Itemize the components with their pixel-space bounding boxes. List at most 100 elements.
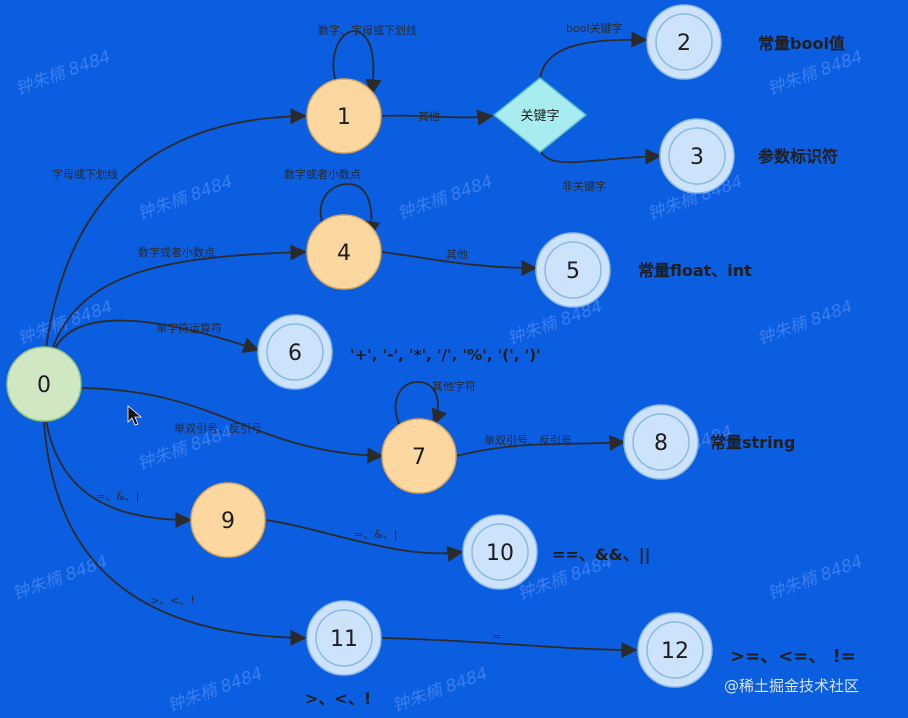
state-4: 4 bbox=[306, 214, 382, 290]
state-label: 1 bbox=[337, 105, 351, 130]
edge-labels: 字母或下划线 数字、字母或下划线 其他 bool关键字 非关键字 数字或者小数点… bbox=[52, 21, 623, 643]
state-7: 7 bbox=[381, 418, 457, 494]
edge-9-10 bbox=[265, 519, 464, 562]
side-label-operators: '+', '-', '*', '/', '%', '(', ')' bbox=[350, 346, 541, 364]
state-inner-ring bbox=[646, 621, 704, 679]
edge-0-9 bbox=[45, 419, 192, 529]
edge-label: 数字或者小数点 bbox=[138, 245, 215, 259]
edge-4-4 bbox=[319, 183, 381, 238]
edge-decision-2 bbox=[539, 31, 648, 79]
nodes: 0 1 4 7 9 2 3 bbox=[6, 4, 735, 688]
state-label: 12 bbox=[661, 639, 689, 664]
state-label: 0 bbox=[37, 373, 51, 398]
state-circle bbox=[306, 78, 382, 154]
edge-0-11 bbox=[43, 421, 307, 646]
edge-7-8 bbox=[455, 434, 626, 457]
state-9: 9 bbox=[190, 482, 266, 558]
state-label: 2 bbox=[677, 31, 691, 56]
state-label: 3 bbox=[690, 145, 704, 170]
state-circle bbox=[257, 314, 333, 390]
state-0: 0 bbox=[6, 346, 82, 422]
state-circle bbox=[637, 612, 713, 688]
side-label-compare: >、<、! bbox=[305, 689, 371, 708]
watermark: 钟朱楠 8484 bbox=[755, 297, 856, 350]
watermark: 钟朱楠 8484 bbox=[165, 664, 266, 717]
side-label-compare-eq: >=、<=、 != bbox=[730, 646, 856, 667]
state-circle bbox=[6, 346, 82, 422]
state-1: 1 bbox=[306, 78, 382, 154]
state-10: 10 bbox=[462, 514, 538, 590]
side-label-number: 常量float、int bbox=[638, 261, 752, 280]
decision-label: 关键字 bbox=[520, 109, 559, 124]
edge-1-1 bbox=[332, 30, 382, 96]
edge-label: =、&、| bbox=[96, 490, 140, 503]
state-label: 10 bbox=[486, 541, 514, 566]
state-label: 5 bbox=[566, 259, 580, 284]
state-circle bbox=[623, 404, 699, 480]
state-label: 6 bbox=[288, 341, 302, 366]
edge-label: 数字、字母或下划线 bbox=[318, 23, 417, 37]
watermark: 钟朱楠 8484 bbox=[765, 47, 866, 100]
state-inner-ring bbox=[632, 413, 690, 471]
mouse-cursor-icon bbox=[127, 405, 143, 426]
state-circle bbox=[306, 214, 382, 290]
edge-label: bool关键字 bbox=[566, 21, 623, 35]
edge-0-1 bbox=[45, 108, 307, 349]
state-label: 4 bbox=[337, 241, 351, 266]
edge-4-5 bbox=[381, 251, 538, 277]
edge-label: =、&、| bbox=[354, 528, 398, 541]
decision-diamond bbox=[492, 77, 588, 153]
edge-label: 其他 bbox=[418, 110, 440, 123]
edge-label: 单双引号、反引号 bbox=[484, 433, 572, 447]
edge-label: 字母或下划线 bbox=[52, 167, 118, 181]
state-circle bbox=[535, 232, 611, 308]
edge-0-6 bbox=[51, 319, 260, 357]
edge-0-4 bbox=[51, 244, 307, 351]
edge-label: 非关键字 bbox=[562, 179, 606, 193]
edge-label: 单字符运算符 bbox=[156, 321, 222, 335]
watermark: 钟朱楠 8484 bbox=[395, 172, 496, 225]
edge-label: >、<、! bbox=[150, 594, 195, 607]
state-label: 11 bbox=[330, 627, 358, 652]
state-circle bbox=[659, 118, 735, 194]
side-label-bool: 常量bool值 bbox=[758, 34, 845, 53]
edge-11-12 bbox=[381, 637, 638, 659]
state-inner-ring bbox=[266, 323, 324, 381]
side-labels: 常量bool值 参数标识符 常量float、int '+', '-', '*',… bbox=[305, 34, 856, 708]
state-inner-ring bbox=[315, 609, 373, 667]
state-circle bbox=[306, 600, 382, 676]
state-label: 7 bbox=[412, 445, 426, 470]
watermark: 钟朱楠 8484 bbox=[135, 172, 236, 225]
state-3: 3 bbox=[659, 118, 735, 194]
decision-node-keyword: 关键字 bbox=[492, 77, 588, 153]
edges bbox=[43, 30, 662, 659]
side-label-string: 常量string bbox=[710, 433, 795, 452]
state-6: 6 bbox=[257, 314, 333, 390]
state-8: 8 bbox=[623, 404, 699, 480]
site-credit: @稀土掘金技术社区 bbox=[724, 677, 859, 695]
watermark: 钟朱楠 8484 bbox=[13, 47, 114, 100]
state-label: 9 bbox=[221, 509, 235, 534]
state-5: 5 bbox=[535, 232, 611, 308]
state-label: 8 bbox=[654, 431, 668, 456]
state-11: 11 bbox=[306, 600, 382, 676]
edge-7-7 bbox=[394, 381, 447, 427]
state-circle bbox=[646, 4, 722, 80]
state-12: 12 bbox=[637, 612, 713, 688]
state-circle bbox=[462, 514, 538, 590]
edge-label: 单双引号、反引号 bbox=[174, 421, 262, 435]
edge-label: 其他字符 bbox=[432, 379, 476, 393]
edge-label: = bbox=[492, 630, 501, 643]
watermark: 钟朱楠 8484 bbox=[765, 552, 866, 605]
watermark: 钟朱楠 8484 bbox=[505, 297, 606, 350]
watermark: 钟朱楠 8484 bbox=[10, 552, 111, 605]
state-circle bbox=[190, 482, 266, 558]
side-label-identifier: 参数标识符 bbox=[758, 147, 838, 166]
state-circle bbox=[381, 418, 457, 494]
state-inner-ring bbox=[471, 523, 529, 581]
state-inner-ring bbox=[655, 13, 713, 71]
state-inner-ring bbox=[544, 241, 602, 299]
edge-label: 数字或者小数点 bbox=[284, 167, 361, 181]
state-2: 2 bbox=[646, 4, 722, 80]
